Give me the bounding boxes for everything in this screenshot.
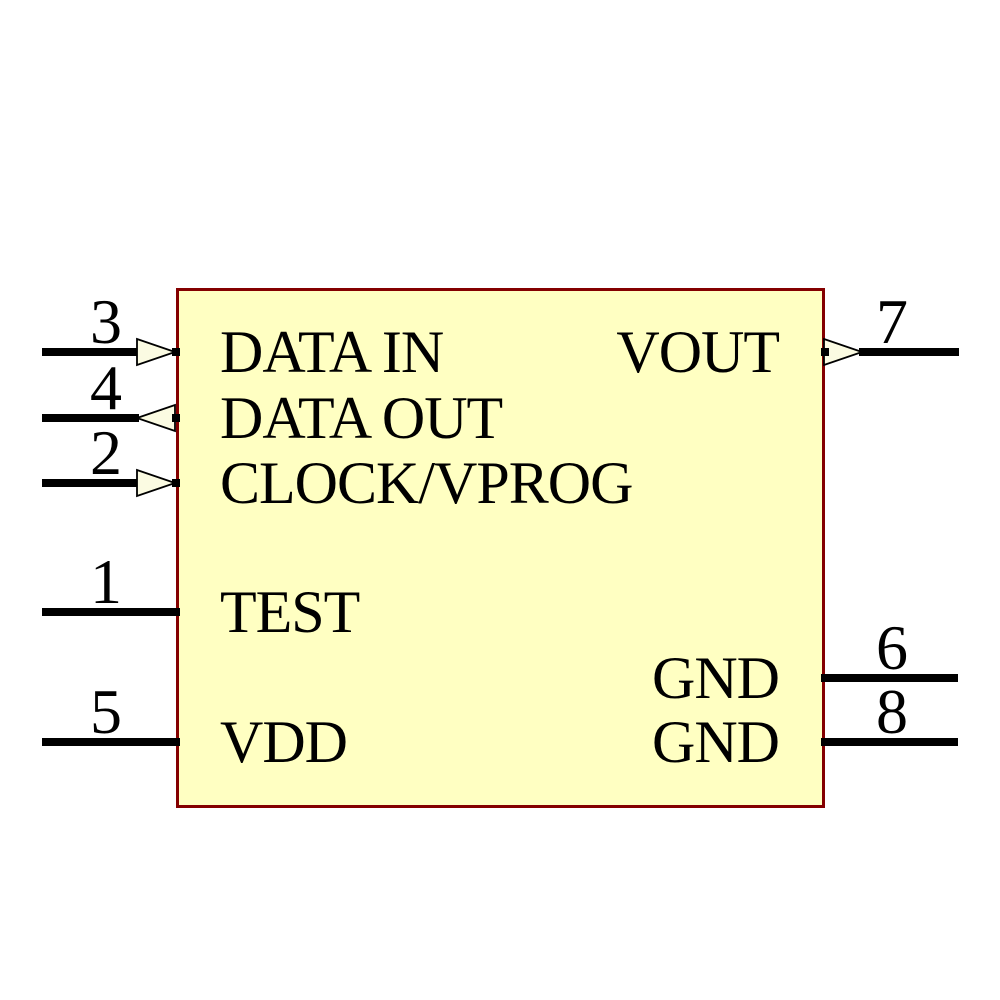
pin-5-label-vdd: VDD [220,709,348,775]
pin-6-wire [825,674,958,682]
pin-8-label-gnd: GND [652,709,780,775]
pin-2-input-arrow-icon [136,468,176,498]
pin-3-number: 3 [90,286,122,357]
pin-4-wire [42,414,139,422]
pin-3-label-data-in: DATA IN [220,319,444,385]
pin-2-number: 2 [90,417,122,488]
pin-5-number: 5 [90,676,122,747]
pin-7-label-vout: VOUT [616,319,780,385]
pin-4-endpoint [172,414,180,422]
pin-5-wire [42,738,176,746]
pin-4-number: 4 [90,352,122,423]
pin-2-wire [42,479,139,487]
pin-8-wire [825,738,958,746]
pin-4-label-data-out: DATA OUT [220,385,503,451]
pin-1-label-test: TEST [220,579,360,645]
pin-7-endpoint [821,348,829,356]
pin-1-number: 1 [90,546,122,617]
pin-7-number: 7 [876,286,908,357]
pin-1-wire [42,608,176,616]
pin-5-endpoint [172,738,180,746]
pin-6-number: 6 [876,612,908,683]
pin-8-number: 8 [876,676,908,747]
pin-1-endpoint [172,608,180,616]
pin-3-input-arrow-icon [136,337,176,367]
pin-8-endpoint [821,738,829,746]
pin-6-label-gnd: GND [652,645,780,711]
symbol-body [176,288,825,808]
pin-3-wire [42,348,139,356]
pin-7-wire [859,348,959,356]
pin-2-endpoint [172,479,180,487]
pin-6-endpoint [821,674,829,682]
pin-2-label-clock-vprog: CLOCK/VPROG [220,450,633,516]
pin-3-endpoint [172,348,180,356]
